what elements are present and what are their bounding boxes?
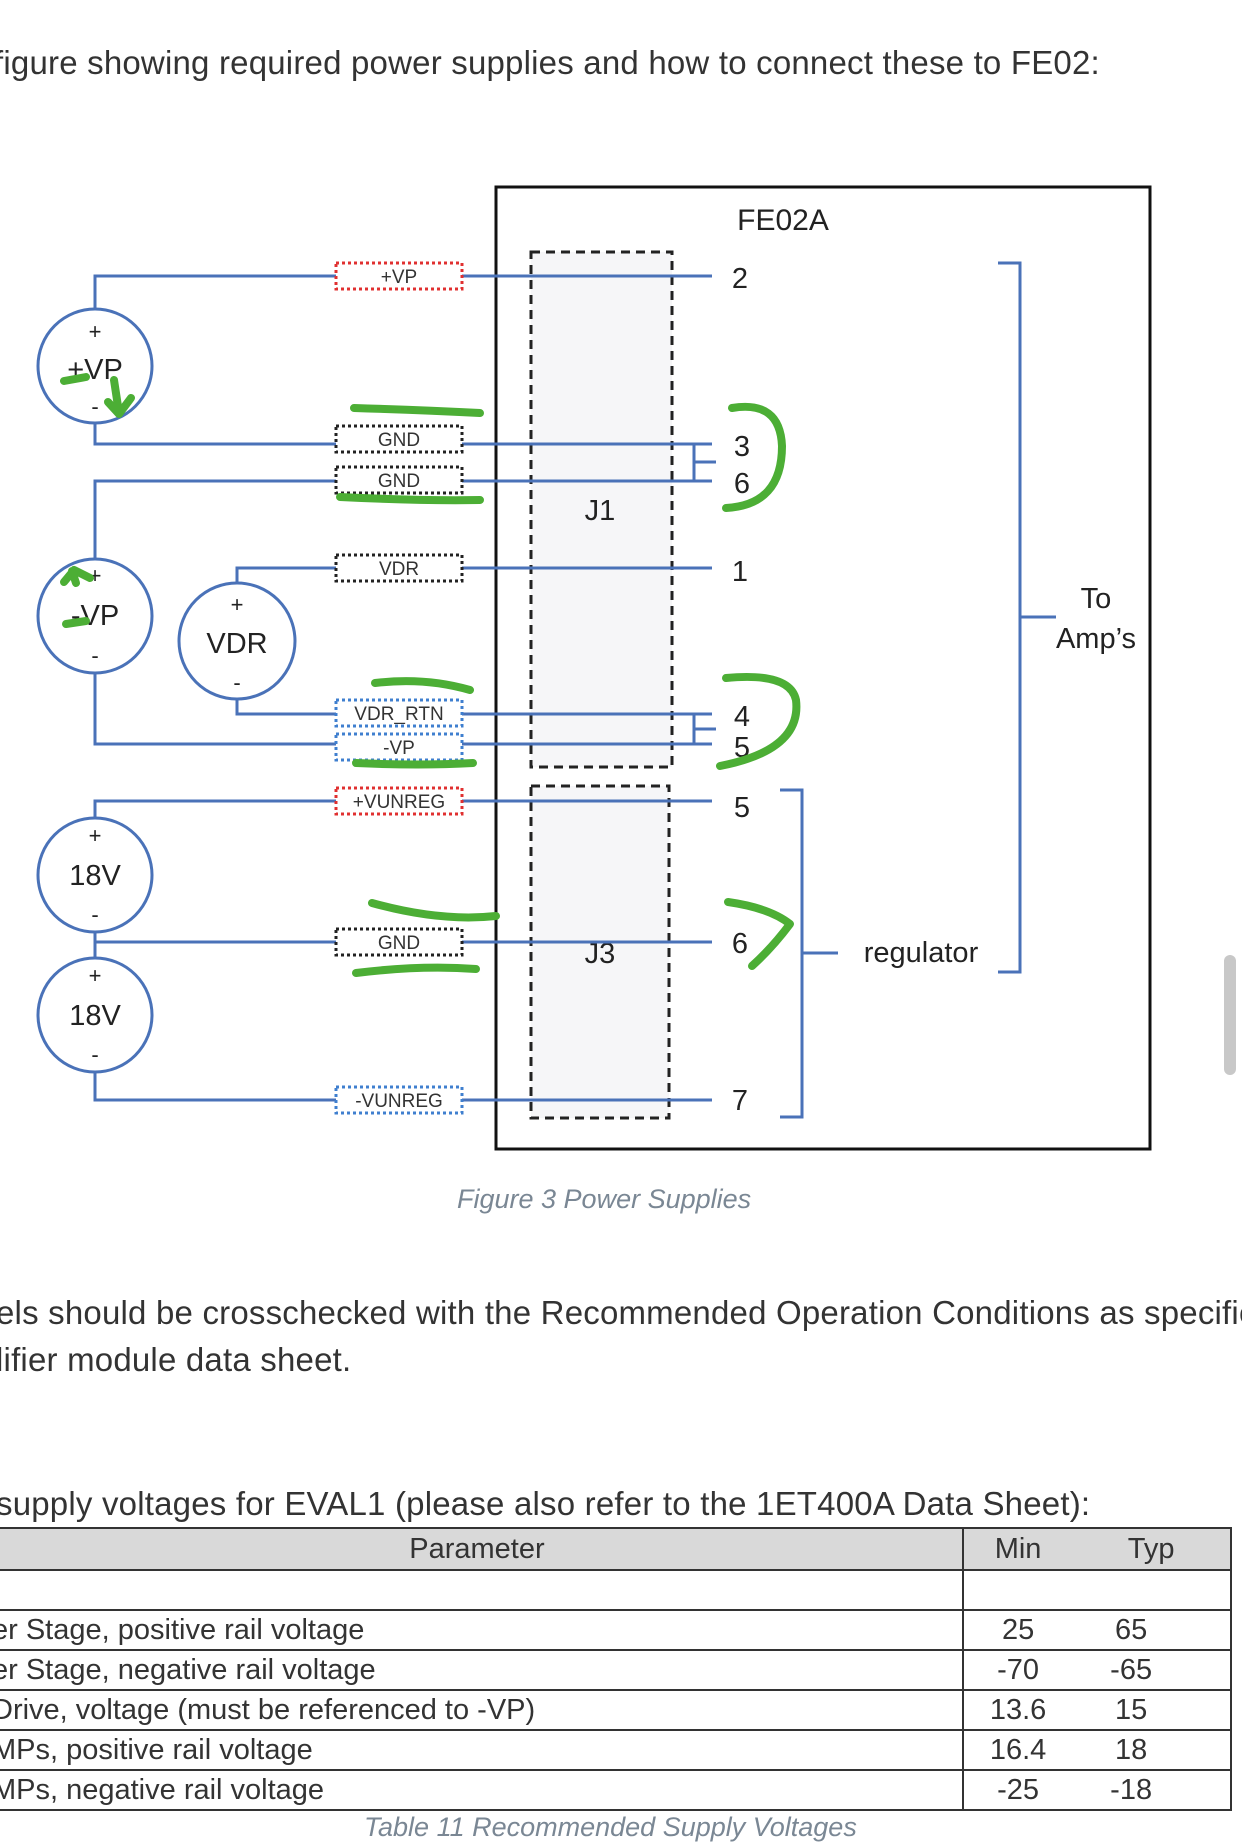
supply-18v-bottom	[36, 956, 154, 1074]
svg-text:-VP: -VP	[383, 738, 415, 759]
svg-text:18V: 18V	[69, 1000, 121, 1032]
table-row: MPs, negative rail voltage -25 -18	[0, 1769, 1232, 1811]
intro-text: figure showing required power supplies a…	[0, 44, 1100, 81]
param-cell: er Stage, negative rail voltage	[0, 1649, 964, 1691]
supply-voltage-table: Parameter Min Typ er Stage, positive rai…	[0, 1527, 1232, 1811]
svg-text:6: 6	[734, 468, 750, 500]
param-cell: Drive, voltage (must be referenced to -V…	[0, 1689, 964, 1731]
svg-text:7: 7	[732, 1085, 748, 1117]
table-row: MPs, positive rail voltage 16.4 18	[0, 1729, 1232, 1771]
svg-text:+: +	[89, 823, 102, 848]
param-cell: MPs, negative rail voltage	[0, 1769, 964, 1811]
connector-j3	[529, 784, 671, 1120]
typ-cell: -65	[1072, 1649, 1232, 1691]
wire-label-texts: +VP GND GND VDR VDR_RTN -VP +VUNREG GND …	[353, 267, 445, 1112]
svg-text:-: -	[91, 902, 98, 927]
typ-cell: -18	[1072, 1769, 1232, 1811]
power-supply-diagram: FE02A J1 J3	[36, 185, 1152, 1151]
supply-18v-top	[36, 816, 154, 934]
supply-vp-minus	[36, 557, 154, 675]
svg-text:GND: GND	[378, 933, 420, 954]
svg-text:VDR: VDR	[379, 559, 419, 580]
typ-cell: 15	[1072, 1689, 1232, 1731]
svg-text:-: -	[91, 1042, 98, 1067]
min-cell: 25	[961, 1609, 1073, 1651]
svg-text:VDR: VDR	[206, 628, 267, 660]
svg-text:-VP: -VP	[71, 600, 119, 632]
svg-text:1: 1	[732, 556, 748, 588]
svg-text:18V: 18V	[69, 860, 121, 892]
min-cell: -70	[961, 1649, 1073, 1691]
module-title: FE02A	[737, 204, 829, 237]
paragraph-line-2: lifier module data sheet.	[0, 1341, 352, 1378]
svg-text:5: 5	[734, 792, 750, 824]
svg-text:+VUNREG: +VUNREG	[353, 792, 445, 813]
svg-text:VDR_RTN: VDR_RTN	[354, 704, 443, 725]
min-cell: 16.4	[961, 1729, 1073, 1771]
svg-text:-: -	[233, 670, 240, 695]
header-parameter: Parameter	[0, 1527, 964, 1571]
to-amps-label: To	[1081, 583, 1112, 615]
svg-text:GND: GND	[378, 430, 420, 451]
wire-label-boxes	[334, 261, 464, 1115]
typ-cell: 18	[1072, 1729, 1232, 1771]
header-min: Min	[961, 1527, 1073, 1571]
table-header-row: Parameter Min Typ	[0, 1527, 1232, 1571]
svg-text:2: 2	[732, 263, 748, 295]
module-frame	[494, 185, 1152, 1151]
typ-cell: 65	[1072, 1609, 1232, 1651]
paragraph-line-1: els should be crosschecked with the Reco…	[0, 1294, 1242, 1331]
svg-text:-: -	[91, 394, 98, 419]
param-cell: er Stage, positive rail voltage	[0, 1609, 964, 1651]
supply-circles	[36, 307, 297, 1074]
svg-text:GND: GND	[378, 471, 420, 492]
table-row: Drive, voltage (must be referenced to -V…	[0, 1689, 1232, 1731]
supply-labels: + +VP - + -VP - + VDR - + 18V - + 18V -	[67, 319, 267, 1067]
svg-text:3: 3	[734, 431, 750, 463]
min-cell: -25	[961, 1769, 1073, 1811]
hand-annotations	[60, 373, 801, 977]
connector-j1-label: J1	[585, 495, 616, 527]
table-row: er Stage, positive rail voltage 25 65	[0, 1609, 1232, 1651]
svg-text:+: +	[89, 319, 102, 344]
header-typ: Typ	[1072, 1527, 1232, 1571]
figure-caption: Figure 3 Power Supplies	[457, 1184, 752, 1214]
svg-text:4: 4	[734, 701, 750, 733]
supply-vdr	[177, 581, 297, 701]
table-caption: Table 11 Recommended Supply Voltages	[364, 1812, 857, 1842]
connector-j1	[529, 250, 674, 769]
table-spacer-row	[0, 1569, 1232, 1611]
svg-text:-: -	[91, 643, 98, 668]
svg-text:+: +	[89, 563, 102, 588]
param-cell: MPs, positive rail voltage	[0, 1729, 964, 1771]
regulator-label: regulator	[864, 937, 979, 969]
table-row: er Stage, negative rail voltage -70 -65	[0, 1649, 1232, 1691]
table-intro: supply voltages for EVAL1 (please also r…	[0, 1485, 1091, 1522]
svg-text:+: +	[231, 592, 244, 617]
svg-text:+: +	[89, 963, 102, 988]
pin-numbers: 2 3 6 1 4 5 5 6 7	[732, 263, 750, 1117]
min-cell: 13.6	[961, 1689, 1073, 1731]
supply-vp-plus	[36, 307, 154, 425]
svg-text:-VUNREG: -VUNREG	[355, 1091, 443, 1112]
vertical-scrollbar[interactable]	[1224, 955, 1236, 1075]
to-amps-label-2: Amp’s	[1056, 623, 1136, 655]
svg-text:6: 6	[732, 928, 748, 960]
svg-text:+VP: +VP	[381, 267, 417, 288]
